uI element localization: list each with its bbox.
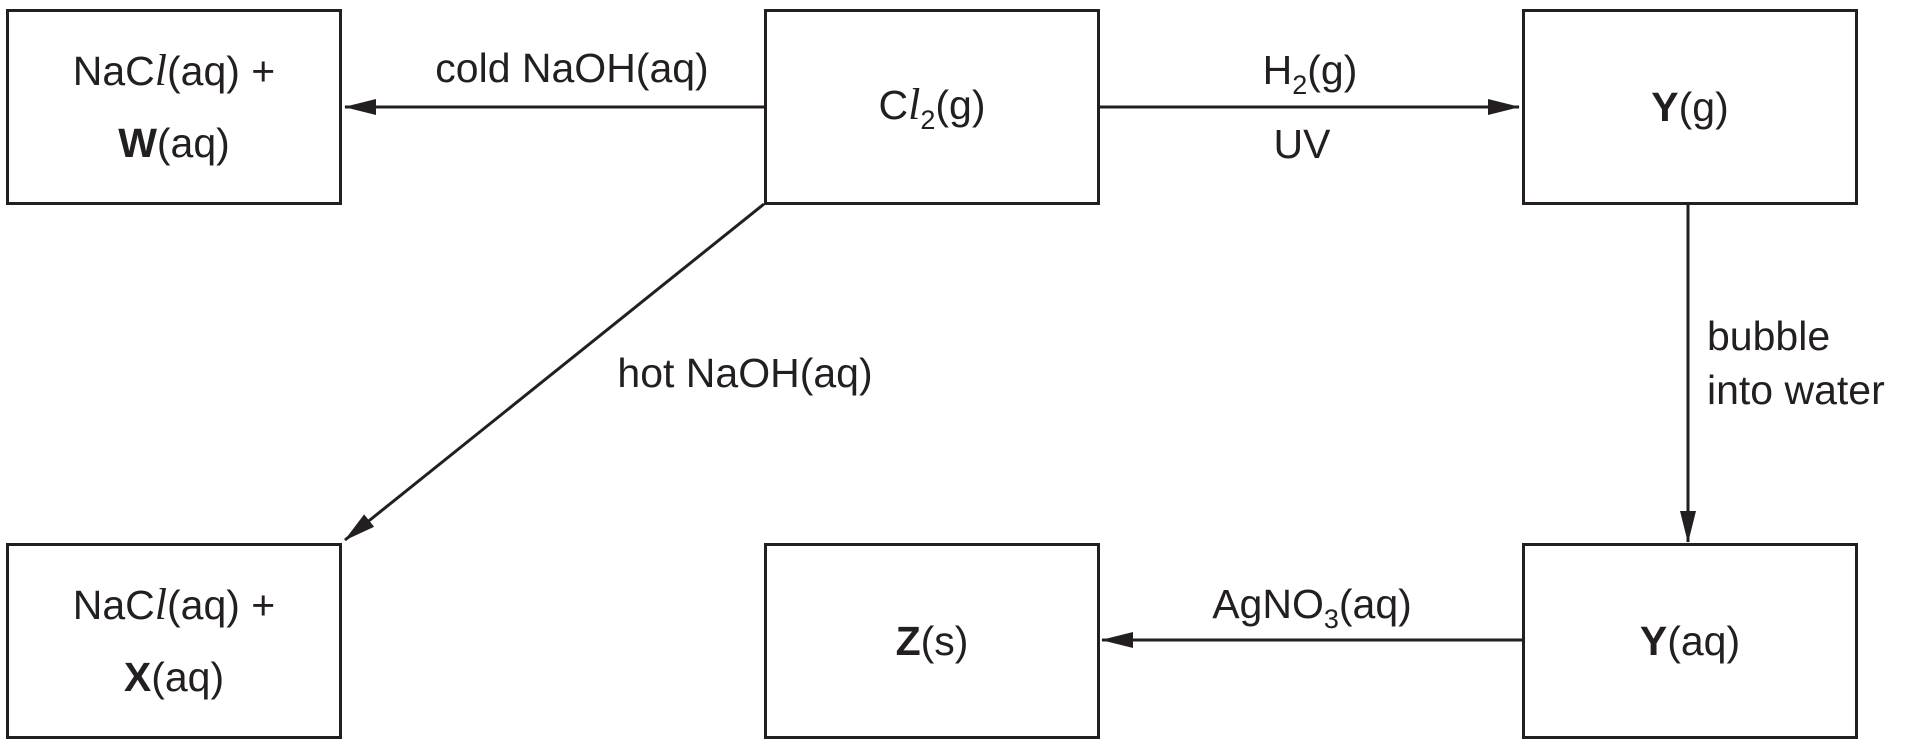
y-gas-state: (g) [1678, 84, 1729, 130]
cold-product-aq-plus: (aq) + [167, 48, 276, 94]
box-cold-product: NaCl(aq) + W(aq) [6, 9, 342, 205]
hot-product-line1: NaCl(aq) + [73, 569, 276, 641]
silver-nitrate-state: (aq) [1338, 581, 1412, 627]
chlorine-state: (g) [935, 81, 986, 128]
cold-product-line1: NaCl(aq) + [73, 35, 276, 107]
chlorine-c: C [878, 81, 909, 128]
cold-product-italic-l: l [154, 46, 167, 95]
box-hot-product: NaCl(aq) + X(aq) [6, 543, 342, 739]
label-uv: UV [1273, 121, 1331, 167]
silver-nitrate-subscript: 3 [1323, 604, 1339, 634]
y-gas-formula: Y(g) [1651, 71, 1728, 143]
hot-product-aq-plus: (aq) + [167, 582, 276, 628]
label-bubble-line1: bubble [1707, 313, 1831, 359]
hot-product-x: X [123, 654, 152, 700]
hot-product-nac: NaC [72, 582, 155, 628]
label-silver-nitrate: AgNO3(aq) [1212, 580, 1412, 634]
box-y-aq: Y(aq) [1522, 543, 1858, 739]
silver-nitrate-agno: AgNO [1212, 581, 1324, 627]
y-aq-formula: Y(aq) [1640, 605, 1740, 677]
hot-product-x-state: (aq) [151, 654, 225, 700]
hydrogen-h: H [1262, 47, 1293, 93]
cold-product-w-state: (aq) [156, 120, 230, 166]
cold-product-w: W [118, 120, 157, 166]
box-chlorine: Cl2(g) [764, 9, 1100, 205]
label-hydrogen: H2(g) [1262, 46, 1358, 100]
z-solid-formula: Z(s) [896, 605, 969, 677]
chlorine-subscript: 2 [920, 104, 936, 135]
label-cold-naoh: cold NaOH(aq) [435, 45, 709, 91]
cold-product-line2: W(aq) [118, 107, 230, 179]
z-solid-z: Z [895, 618, 921, 664]
cold-product-nac: NaC [72, 48, 155, 94]
hydrogen-state: (g) [1307, 47, 1358, 93]
arrow-hot-naoh [344, 202, 765, 542]
y-gas-y: Y [1651, 84, 1679, 130]
hot-product-italic-l: l [154, 580, 167, 629]
chlorine-italic-l: l [908, 79, 921, 129]
z-solid-state: (s) [920, 618, 969, 664]
hot-product-line2: X(aq) [124, 641, 224, 713]
box-z-solid: Z(s) [764, 543, 1100, 739]
box-y-gas: Y(g) [1522, 9, 1858, 205]
label-bubble-line2: into water [1707, 367, 1885, 413]
y-aq-state: (aq) [1667, 618, 1741, 664]
hydrogen-subscript: 2 [1292, 70, 1308, 100]
label-hot-naoh: hot NaOH(aq) [617, 350, 873, 396]
chlorine-formula: Cl2(g) [879, 69, 986, 146]
y-aq-y: Y [1639, 618, 1668, 664]
